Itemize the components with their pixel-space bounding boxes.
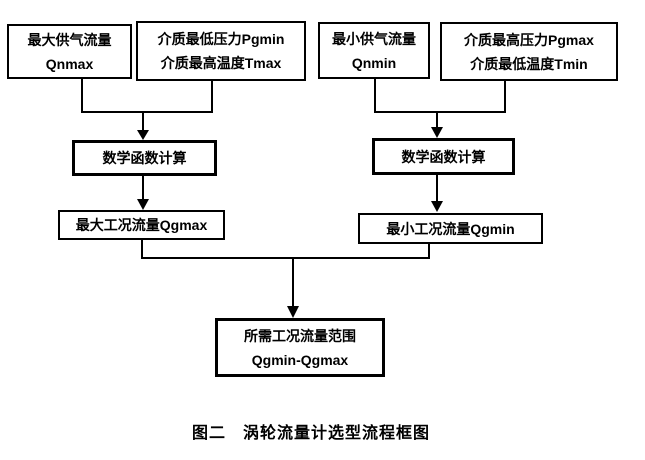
arrow-down-icon: [287, 306, 299, 318]
box-text-line: 最小工况流量Qgmin: [386, 220, 515, 237]
flow-box-result: 所需工况流量范围 Qgmin-Qgmax: [215, 318, 385, 377]
figure-caption: 图二 涡轮流量计选型流程框图: [191, 425, 430, 442]
flow-box-qgmax: 最大工况流量Qgmax: [58, 210, 225, 240]
box-text-line: 介质最低压力Pgmin: [157, 31, 285, 47]
box-text-line: 数学函数计算: [102, 150, 187, 166]
box-text-line: 最大工况流量Qgmax: [75, 217, 208, 233]
arrow-down-icon: [137, 199, 149, 210]
box-text-line: 介质最低温度Tmin: [470, 55, 588, 72]
arrow-down-icon: [431, 127, 443, 138]
flow-box-calc-left: 数学函数计算: [72, 140, 217, 176]
flow-box-pgmax-tmin: 介质最高压力Pgmax 介质最低温度Tmin: [440, 22, 618, 81]
box-text-line: Qnmin: [351, 54, 397, 71]
flow-box-pgmin-tmax: 介质最低压力Pgmin 介质最高温度Tmax: [136, 21, 306, 81]
box-text-line: 最小供气流量: [332, 30, 416, 47]
flow-box-qgmin: 最小工况流量Qgmin: [358, 213, 543, 244]
arrow-down-icon: [137, 130, 149, 140]
box-text-line: 介质最高压力Pgmax: [464, 31, 594, 48]
box-text-line: 数学函数计算: [401, 148, 486, 165]
flow-box-calc-right: 数学函数计算: [372, 138, 515, 175]
box-text-line: Qnmax: [45, 55, 94, 72]
flow-box-qnmin: 最小供气流量 Qnmin: [318, 22, 430, 79]
box-text-line: 所需工况流量范围: [244, 327, 356, 344]
box-text-line: 最大供气流量: [27, 31, 112, 48]
box-text-line: Qgmin-Qgmax: [251, 351, 349, 368]
flow-box-qnmax: 最大供气流量 Qnmax: [7, 24, 132, 79]
arrow-down-icon: [431, 201, 443, 212]
box-text-line: 介质最高温度Tmax: [160, 55, 282, 71]
